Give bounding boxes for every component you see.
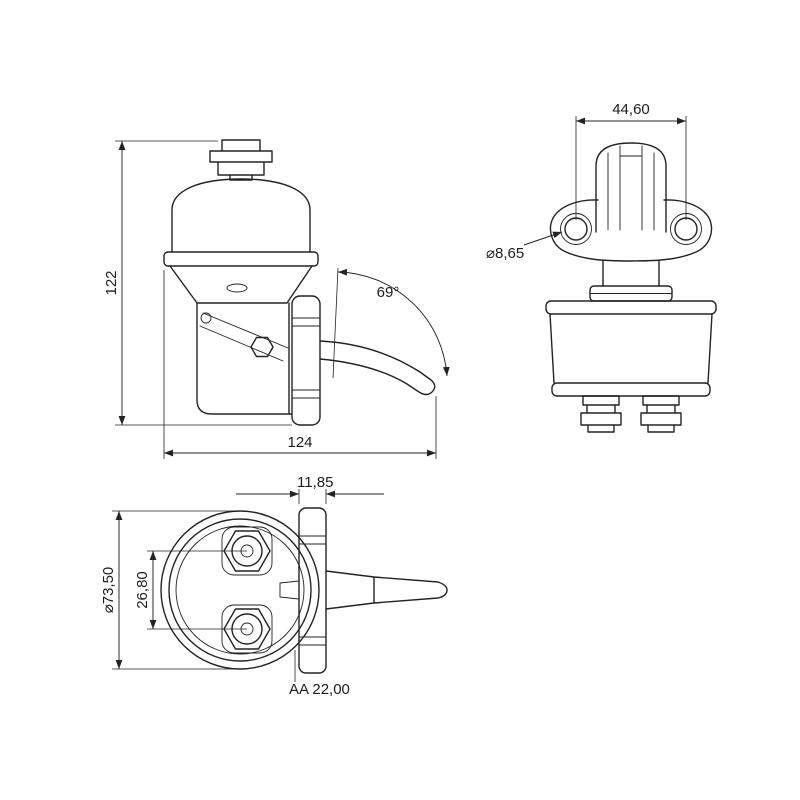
cup-rim	[545, 300, 717, 315]
dim-label-hole-spacing: 44,60	[612, 101, 650, 118]
internal-linkage	[199, 312, 289, 362]
ear-hole-right	[674, 217, 698, 241]
dim-extension-lines	[115, 140, 292, 426]
lever-fork-bottom	[279, 580, 300, 600]
dim-extension-lines	[112, 510, 236, 670]
dome-front	[595, 142, 667, 233]
dim-extension-lines	[147, 550, 247, 630]
lever-arm-side	[319, 340, 436, 396]
dim-height-122: 122	[103, 140, 292, 426]
neck-front	[602, 260, 660, 287]
hex-nut	[250, 336, 274, 358]
ear-hole-left	[564, 217, 588, 241]
dim-extension-lines	[163, 270, 437, 459]
plunger-cylinder-lines	[607, 145, 655, 231]
dim-label-width: 124	[287, 434, 312, 451]
body-outer-circle	[160, 510, 320, 670]
cone-slot	[226, 283, 248, 293]
dome-cover	[171, 178, 311, 253]
pivot-pin	[200, 312, 212, 324]
body-rim-circle	[175, 525, 305, 655]
dim-port-spacing-2680: 26,80	[134, 550, 247, 630]
dim-lever-angle-69: 69°	[332, 267, 450, 379]
dim-label-port-spacing: 26,80	[134, 571, 151, 609]
outlet-ports-front	[580, 395, 682, 433]
dim-width-124: 124	[163, 270, 437, 459]
leader-line	[523, 231, 563, 246]
flange-bolt-holes-bottom	[298, 535, 327, 646]
cone-section	[169, 265, 313, 304]
dim-label-hole-diameter: ⌀8,65	[486, 245, 524, 262]
dim-hole-diameter-865: ⌀8,65	[486, 231, 563, 262]
dim-extension-lines	[298, 489, 327, 504]
cup-walls	[549, 313, 713, 384]
dim-label-body-diameter: ⌀73,50	[100, 567, 117, 614]
dim-section-aa-2200: AA 22,00	[289, 650, 350, 698]
front-view: 44,60 ⌀8,65	[486, 101, 717, 433]
cup-bottom-band	[551, 382, 711, 397]
dim-label-flange-offset: 11,85	[297, 474, 333, 491]
bottom-view: ⌀73,50 26,80 11,85 AA 22,00	[100, 474, 448, 698]
dim-flange-offset-1185: 11,85	[236, 474, 384, 504]
mounting-flange-side	[291, 295, 321, 426]
primer-cap	[209, 139, 273, 181]
dim-label-height: 122	[103, 270, 120, 295]
dim-extension-lines	[575, 116, 687, 220]
angle-arc	[337, 268, 450, 377]
dim-body-diameter-7350: ⌀73,50	[100, 510, 236, 670]
dim-label-section: AA 22,00	[289, 681, 350, 698]
mounting-flange-front	[549, 199, 713, 262]
flange-bolt-holes-side	[291, 317, 321, 399]
body-inner-circle	[168, 518, 312, 662]
mounting-flange-bottom	[298, 507, 327, 674]
dim-hole-spacing-4460: 44,60	[575, 101, 687, 220]
lower-body	[196, 302, 293, 415]
crimp-rim	[163, 251, 319, 267]
side-view: 122 124 69°	[103, 139, 450, 459]
lever-arm-bottom	[325, 570, 448, 610]
dim-label-angle: 69°	[377, 284, 400, 301]
angle-reference-line	[332, 267, 339, 379]
